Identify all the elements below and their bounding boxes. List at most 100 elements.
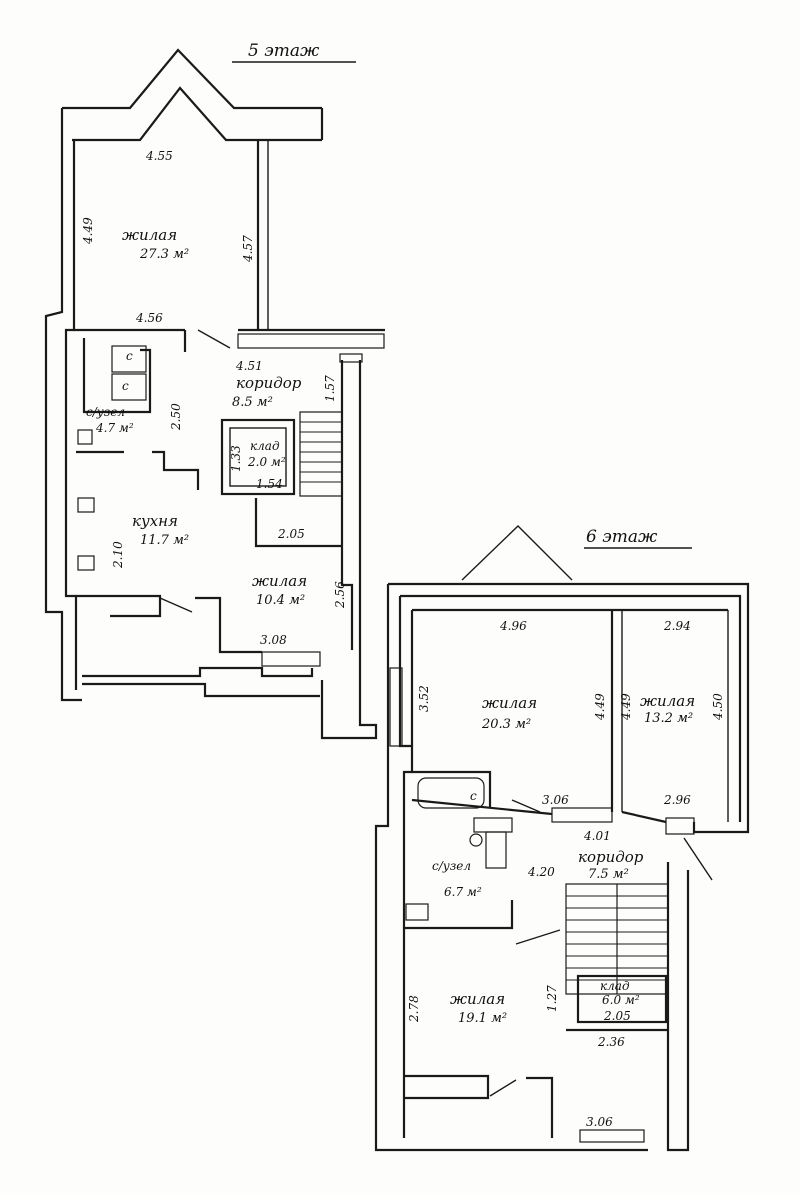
floor6-bathroom-name: с/узел xyxy=(432,859,471,873)
floor5-bathroom-name: с/узел xyxy=(86,405,125,419)
floor5-fridge xyxy=(77,555,95,571)
floor5-corridor-name: коридор xyxy=(236,374,302,392)
floor5-corridor-area: 8.5 м² xyxy=(232,395,273,410)
floor5-dim-457: 4.57 xyxy=(241,235,255,263)
floor6-dim-294: 2.94 xyxy=(663,619,691,633)
floor6-storage-name: клад xyxy=(600,979,630,993)
floor6-washer xyxy=(405,903,429,921)
floor6-outer-right xyxy=(666,862,690,1152)
floor6-left-window xyxy=(389,667,403,747)
floor6-dim-127: 1.27 xyxy=(545,985,559,1012)
floor6-outer-left xyxy=(374,584,648,1152)
floor5-dim-456: 4.56 xyxy=(135,311,163,325)
floor5-living-bottom-top xyxy=(254,498,342,548)
floor5-dim-451: 4.51 xyxy=(235,359,263,373)
floor6-door-block-1 xyxy=(551,807,613,823)
floor5-shaft-right xyxy=(320,360,378,740)
floor6-bathroom-counter xyxy=(473,817,513,833)
floor5-storage-name: клад xyxy=(250,439,280,453)
floor6-living-right-area: 13.2 м² xyxy=(644,711,693,726)
floor5-kitchen-name: кухня xyxy=(132,512,178,530)
floor5-dim-205: 2.05 xyxy=(277,527,305,541)
floor6-dim-278: 2.78 xyxy=(407,995,421,1023)
floor6-door-swing-4 xyxy=(489,1079,517,1097)
floor6-title: 6 этаж xyxy=(586,527,658,547)
floor5-dim-256: 2.56 xyxy=(333,581,347,609)
floor5-kitchen-area: 11.7 м² xyxy=(140,533,189,548)
floor6-door-block-2 xyxy=(665,817,695,835)
floor5-inner-wall-top xyxy=(72,86,322,142)
floor5-bathroom-walls xyxy=(82,338,152,414)
floor6-dim-449a: 4.49 xyxy=(593,693,607,721)
floor6-bathroom-area: 6.7 м² xyxy=(444,885,482,899)
floor6-storage-walls xyxy=(576,974,668,1024)
floor5-storage-inner xyxy=(229,427,287,487)
floor5-left-wall-outer xyxy=(44,108,82,702)
floor6-living-bottom-area: 19.1 м² xyxy=(458,1011,507,1026)
floor6-dim-420: 4.20 xyxy=(527,865,555,879)
floor5-door-swing-2 xyxy=(197,329,231,349)
floor5-corridor-wall xyxy=(237,333,385,349)
floor6-dim-450: 4.50 xyxy=(711,693,725,721)
floor6-living-left-area: 20.3 м² xyxy=(481,717,531,732)
floor6-inner-left xyxy=(398,596,414,1138)
floor6-dim-236: 2.36 xyxy=(597,1035,625,1049)
floor5-dim-308: 3.08 xyxy=(260,633,287,647)
floor5-living-top-area: 27.3 м² xyxy=(139,247,189,262)
floor5-title: 5 этаж xyxy=(248,41,320,61)
floor5-storage-area: 2.0 м² xyxy=(247,455,286,469)
floor5-kitchen-bottom xyxy=(76,594,162,618)
floor6-bottom-block-left xyxy=(404,1074,490,1100)
floor5-living-top-name: жилая xyxy=(122,226,177,244)
floor6-living-bottom-line xyxy=(411,798,553,816)
floor5-sink xyxy=(77,429,93,445)
floor6-dim-306b: 3.06 xyxy=(586,1115,613,1129)
floor6-inner-top-right xyxy=(400,594,742,822)
floor6-corridor-name: коридор xyxy=(578,848,644,866)
floor6-living-bottom-name: жилая xyxy=(450,990,505,1008)
floor5-dim-210: 2.10 xyxy=(111,541,125,569)
floor6-dim-296: 2.96 xyxy=(663,793,691,807)
floor6-bottom-window xyxy=(579,1129,645,1143)
floor6-door-swing-2 xyxy=(683,837,713,881)
floor6-dim-306a: 3.06 xyxy=(542,793,569,807)
floor6-bathroom-bottom xyxy=(404,900,514,930)
floor6-toilet xyxy=(469,833,483,847)
floor6-bathroom-cabinet xyxy=(485,831,507,869)
floor6-dim-205: 2.05 xyxy=(603,1009,631,1023)
floor6-bathroom-top xyxy=(412,770,492,808)
floor5-plan xyxy=(44,48,385,740)
floor5-bathroom-area: 4.7 м² xyxy=(95,421,134,435)
floor6-stair-steps xyxy=(566,895,668,981)
floor6-bathtub xyxy=(417,777,485,809)
floor5-dim-157: 1.57 xyxy=(323,375,337,402)
floor6-dim-401: 4.01 xyxy=(583,829,611,843)
floor5-door-swing-1 xyxy=(159,597,193,613)
floor5-stove xyxy=(77,497,95,513)
floor6-dim-352: 3.52 xyxy=(417,685,431,712)
floor5-dim-133: 1.33 xyxy=(229,445,243,472)
floor5-living-bottom-name: жилая xyxy=(252,572,307,590)
floor6-living-right-name: жилая xyxy=(640,692,695,710)
floor5-living-bottom-left xyxy=(195,596,262,654)
floor5-bottom-wall xyxy=(82,682,320,698)
floor5-stair xyxy=(299,411,343,497)
floor5-wc-1 xyxy=(111,345,147,373)
floor5-bottom-wall-inner xyxy=(82,666,314,678)
floor6-bottom-partition xyxy=(526,1076,554,1138)
floor5-wc-symbol-1: с xyxy=(126,349,133,363)
floor5-living-bottom-area: 10.4 м² xyxy=(256,593,305,608)
floor5-storage-walls xyxy=(220,418,296,496)
floor6-plan xyxy=(374,525,750,1152)
floor5-dim-449: 4.49 xyxy=(81,217,95,245)
floor5-dim-250: 2.50 xyxy=(169,403,183,431)
floor6-living-right-bottom xyxy=(621,810,667,824)
floor6-door-swing-1 xyxy=(511,799,541,813)
floor5-stair-steps xyxy=(300,421,342,483)
floor5-outer-wall-top xyxy=(62,48,322,110)
floor5-kitchen-partition xyxy=(152,450,200,490)
floor5-dim-455: 4.55 xyxy=(145,149,173,163)
floor5-bottom-window xyxy=(261,651,321,667)
floor6-wc-symbol: с xyxy=(470,789,477,803)
